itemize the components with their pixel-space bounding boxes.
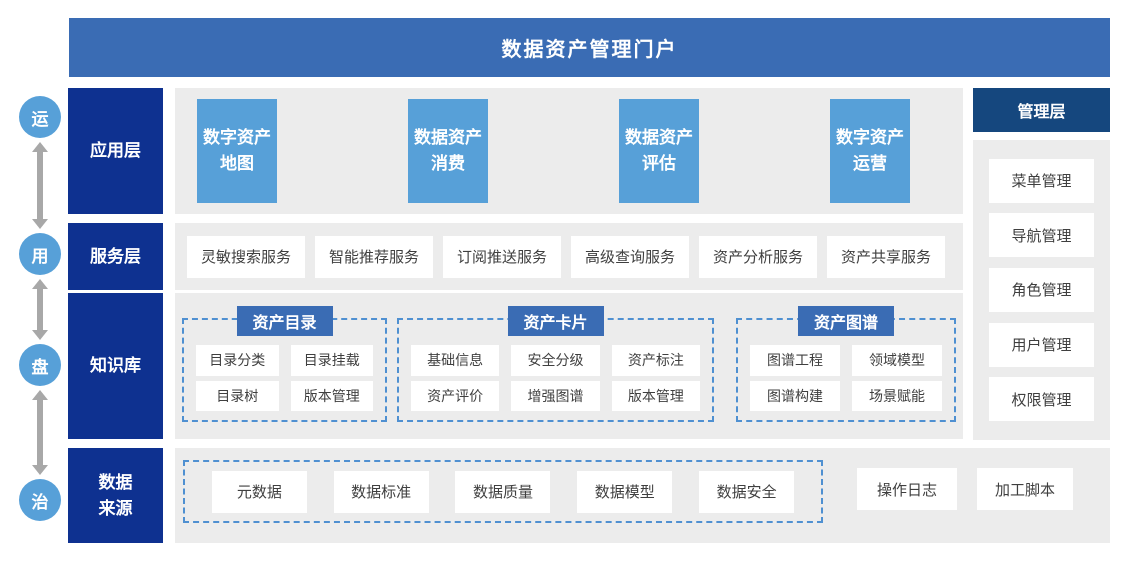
app-tile-asset-map: 数字资产 地图 xyxy=(197,99,277,203)
app-tile-asset-consumption: 数据资产 消费 xyxy=(408,99,488,203)
layer-label-application: 应用层 xyxy=(68,88,163,214)
group-asset-catalog: 资产目录 目录分类 目录挂载 目录树 版本管理 xyxy=(182,306,387,422)
page-title: 数据资产管理门户 xyxy=(69,18,1110,77)
group-title: 资产卡片 xyxy=(507,306,604,336)
group-item: 领域模型 xyxy=(852,345,942,376)
service-item: 高级查询服务 xyxy=(571,235,689,278)
service-item: 订阅推送服务 xyxy=(443,235,561,278)
layer-label-service: 服务层 xyxy=(68,223,163,290)
source-item: 数据质量 xyxy=(455,470,551,513)
source-item: 元数据 xyxy=(211,470,307,513)
group-item: 增强图谱 xyxy=(511,380,600,411)
management-layer-header: 管理层 xyxy=(973,88,1110,132)
app-tile-asset-operation: 数字资产 运营 xyxy=(830,99,910,203)
management-panel: 菜单管理 导航管理 角色管理 用户管理 权限管理 xyxy=(973,140,1110,440)
group-item: 目录树 xyxy=(196,380,279,411)
data-source-group: 元数据 数据标准 数据质量 数据模型 数据安全 xyxy=(183,460,823,523)
source-item-processing-script: 加工脚本 xyxy=(977,468,1073,510)
rail-node-use: 用 xyxy=(19,233,61,275)
bidirectional-arrow-icon xyxy=(32,142,48,229)
source-item-operation-log: 操作日志 xyxy=(857,468,957,510)
source-item: 数据安全 xyxy=(699,470,795,513)
rail-node-operate: 运 xyxy=(19,96,61,138)
application-layer-panel: 数字资产 地图 数据资产 消费 数据资产 评估 数字资产 运营 xyxy=(175,88,963,214)
group-item: 图谱构建 xyxy=(750,380,840,411)
group-item: 目录分类 xyxy=(196,345,279,376)
group-asset-card: 资产卡片 基础信息 安全分级 资产标注 资产评价 增强图谱 版本管理 xyxy=(397,306,714,422)
layer-label-knowledge: 知识库 xyxy=(68,293,163,439)
group-item: 基础信息 xyxy=(411,345,500,376)
bidirectional-arrow-icon xyxy=(32,390,48,475)
management-item-navigation: 导航管理 xyxy=(989,213,1094,258)
source-item: 数据模型 xyxy=(577,470,673,513)
group-item: 版本管理 xyxy=(290,380,373,411)
group-title: 资产图谱 xyxy=(797,306,895,336)
service-layer-panel: 灵敏搜索服务 智能推荐服务 订阅推送服务 高级查询服务 资产分析服务 资产共享服… xyxy=(175,223,963,290)
management-item-permission: 权限管理 xyxy=(989,377,1094,422)
rail-node-inventory: 盘 xyxy=(19,344,61,386)
rail-node-govern: 治 xyxy=(19,479,61,521)
group-item: 安全分级 xyxy=(511,345,600,376)
group-item: 资产评价 xyxy=(411,380,500,411)
management-item-role: 角色管理 xyxy=(989,267,1094,312)
management-item-user: 用户管理 xyxy=(989,322,1094,367)
service-item: 智能推荐服务 xyxy=(315,235,433,278)
service-item: 灵敏搜索服务 xyxy=(187,235,305,278)
group-item: 图谱工程 xyxy=(750,345,840,376)
management-item-menu: 菜单管理 xyxy=(989,158,1094,203)
group-item: 资产标注 xyxy=(611,345,700,376)
app-tile-asset-evaluation: 数据资产 评估 xyxy=(619,99,699,203)
group-title: 资产目录 xyxy=(236,306,333,336)
layer-label-data-source: 数据 来源 xyxy=(68,448,163,543)
data-source-panel: 元数据 数据标准 数据质量 数据模型 数据安全 操作日志 加工脚本 xyxy=(175,448,1110,543)
group-asset-graph: 资产图谱 图谱工程 领域模型 图谱构建 场景赋能 xyxy=(736,306,956,422)
service-item: 资产分析服务 xyxy=(699,235,817,278)
group-item: 场景赋能 xyxy=(852,380,942,411)
service-item: 资产共享服务 xyxy=(827,235,945,278)
source-item: 数据标准 xyxy=(333,470,429,513)
group-item: 目录挂载 xyxy=(290,345,373,376)
bidirectional-arrow-icon xyxy=(32,279,48,340)
knowledge-base-panel: 资产目录 目录分类 目录挂载 目录树 版本管理 资产卡片 基础信息 安全分级 资… xyxy=(175,293,963,439)
group-item: 版本管理 xyxy=(611,380,700,411)
